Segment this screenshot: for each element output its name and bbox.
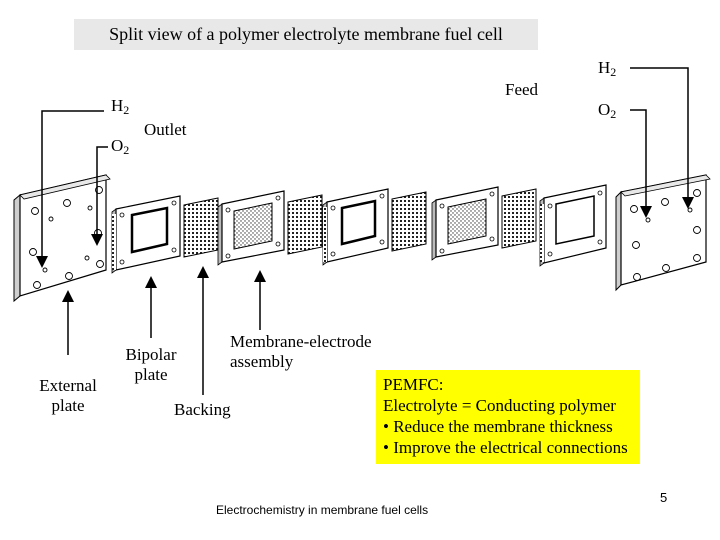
external-plate-label-line-2: plate bbox=[51, 396, 85, 415]
backing-label: Backing bbox=[174, 400, 231, 419]
feed-label: Feed bbox=[505, 80, 539, 99]
pemfc-heading-text: PEMFC bbox=[383, 375, 439, 394]
o2-feed-symbol: O bbox=[598, 100, 611, 119]
pemfc-heading: PEMFC: bbox=[383, 374, 640, 395]
h2-outlet-label: H2 bbox=[111, 96, 129, 120]
slide-title: Split view of a polymer electrolyte memb… bbox=[74, 19, 538, 50]
external-plate-left bbox=[13, 174, 111, 303]
external-plate-right bbox=[615, 174, 711, 292]
h2-feed-symbol: H bbox=[598, 58, 611, 77]
o2-feed-label: O2 bbox=[598, 100, 616, 124]
bipolar-plate-3 bbox=[539, 184, 607, 267]
page-number: 5 bbox=[660, 490, 668, 505]
mea-label-line-1: Membrane-electrode bbox=[230, 332, 372, 351]
pemfc-line-3: • Improve the electrical connections bbox=[383, 438, 628, 457]
bipolar-plate-label-line-2: plate bbox=[134, 365, 168, 384]
pemfc-line-2: • Reduce the membrane thickness bbox=[383, 417, 613, 436]
membrane-electrode-assembly-1 bbox=[217, 190, 285, 266]
backing-mesh-4 bbox=[501, 188, 537, 249]
membrane-electrode-assembly-2 bbox=[431, 186, 499, 261]
bipolar-plate-label-line-1: Bipolar bbox=[125, 345, 177, 364]
external-plate-label: External plate bbox=[28, 376, 108, 416]
h2-outlet-symbol: H bbox=[111, 96, 124, 115]
mea-label-line-2: assembly bbox=[230, 352, 294, 371]
h2-feed-label: H2 bbox=[598, 58, 616, 82]
pemfc-line-1: Electrolyte = Conducting polymer bbox=[383, 396, 616, 415]
h2-feed-subscript: 2 bbox=[610, 65, 617, 79]
bipolar-plate-2 bbox=[322, 188, 389, 266]
h2-outlet-subscript: 2 bbox=[123, 103, 130, 117]
external-plate-label-line-1: External bbox=[39, 376, 97, 395]
pemfc-summary-box: PEMFC: Electrolyte = Conducting polymer … bbox=[376, 370, 640, 464]
outlet-label: Outlet bbox=[144, 120, 187, 139]
bipolar-plate-1 bbox=[111, 195, 181, 274]
o2-outlet-label: O2 bbox=[111, 136, 129, 160]
mea-label: Membrane-electrode assembly bbox=[230, 332, 372, 372]
gas-flow-lines bbox=[36, 67, 694, 395]
o2-outlet-symbol: O bbox=[111, 136, 124, 155]
pemfc-heading-colon: : bbox=[438, 375, 444, 394]
footer-text: Electrochemistry in membrane fuel cells bbox=[216, 503, 429, 517]
bipolar-plate-label: Bipolar plate bbox=[115, 345, 187, 385]
backing-mesh-1 bbox=[183, 197, 219, 258]
backing-mesh-3 bbox=[391, 191, 427, 252]
o2-outlet-subscript: 2 bbox=[123, 143, 130, 157]
o2-feed-subscript: 2 bbox=[610, 107, 617, 121]
backing-mesh-2 bbox=[287, 194, 323, 255]
